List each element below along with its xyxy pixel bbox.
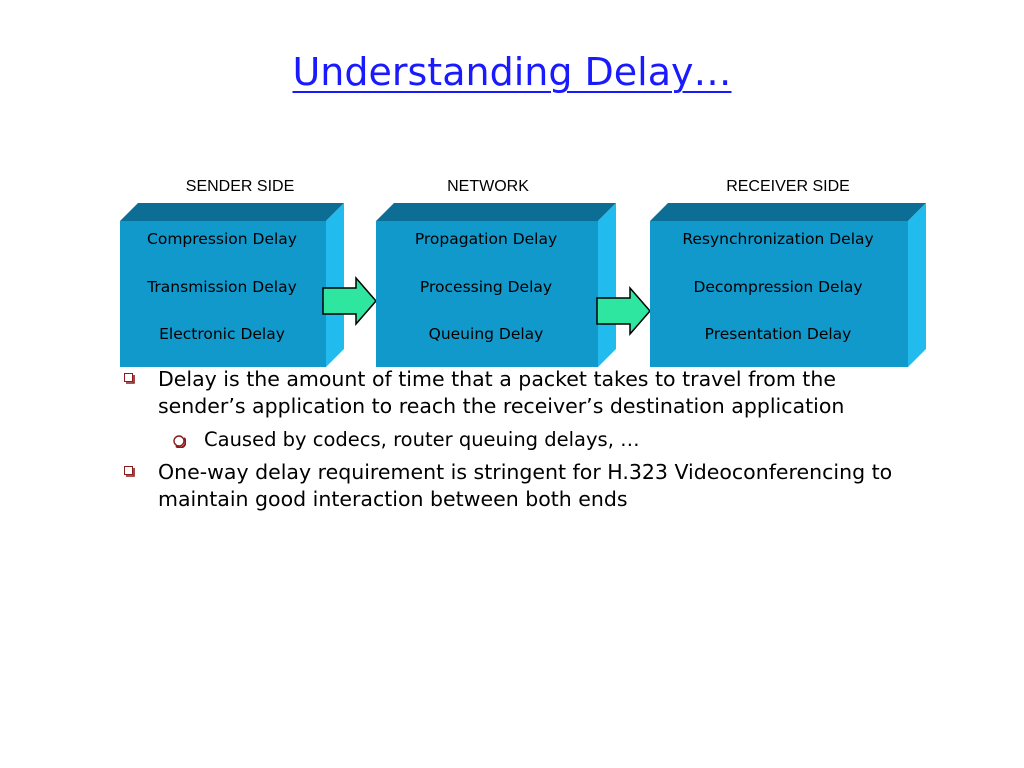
compression-delay-label: Compression Delay (147, 230, 297, 248)
transmission-delay-label: Transmission Delay (147, 278, 297, 296)
processing-delay-label: Processing Delay (419, 278, 553, 296)
decompression-delay-label: Decompression Delay (693, 278, 863, 296)
resynchronization-delay-label: Resynchronization Delay (682, 230, 874, 248)
square-bullet-icon (124, 373, 135, 384)
presentation-delay-label: Presentation Delay (704, 325, 852, 343)
column-header-network: NETWORK (447, 178, 529, 195)
circle-bullet-icon (173, 435, 186, 448)
square-bullet-icon (124, 466, 135, 477)
sub-bullet-item: Caused by codecs, router queuing delays,… (120, 426, 920, 453)
bullet-text: Delay is the amount of time that a packe… (158, 367, 845, 418)
column-header-sender: SENDER SIDE (185, 178, 295, 195)
queuing-delay-label: Queuing Delay (428, 325, 544, 343)
box-3d-shape (120, 203, 344, 367)
bullet-item: Delay is the amount of time that a packe… (120, 366, 920, 420)
bullet-list: Delay is the amount of time that a packe… (120, 366, 920, 519)
slide-title: Understanding Delay… (292, 50, 732, 94)
box-3d-shape (376, 203, 616, 367)
sender-side-box: Compression Delay Transmission Delay Ele… (120, 203, 344, 367)
right-arrow-icon (322, 276, 377, 326)
receiver-side-box: Resynchronization Delay Decompression De… (650, 203, 926, 367)
right-arrow-icon (596, 286, 651, 336)
sub-bullet-text: Caused by codecs, router queuing delays,… (204, 428, 640, 451)
bullet-item: One-way delay requirement is stringent f… (120, 459, 920, 513)
box-3d-shape (650, 203, 926, 367)
propagation-delay-label: Propagation Delay (414, 230, 558, 248)
electronic-delay-label: Electronic Delay (159, 325, 285, 343)
bullet-text: One-way delay requirement is stringent f… (158, 460, 893, 511)
column-header-receiver: RECEIVER SIDE (726, 178, 850, 195)
network-box: Propagation Delay Processing Delay Queui… (376, 203, 616, 367)
